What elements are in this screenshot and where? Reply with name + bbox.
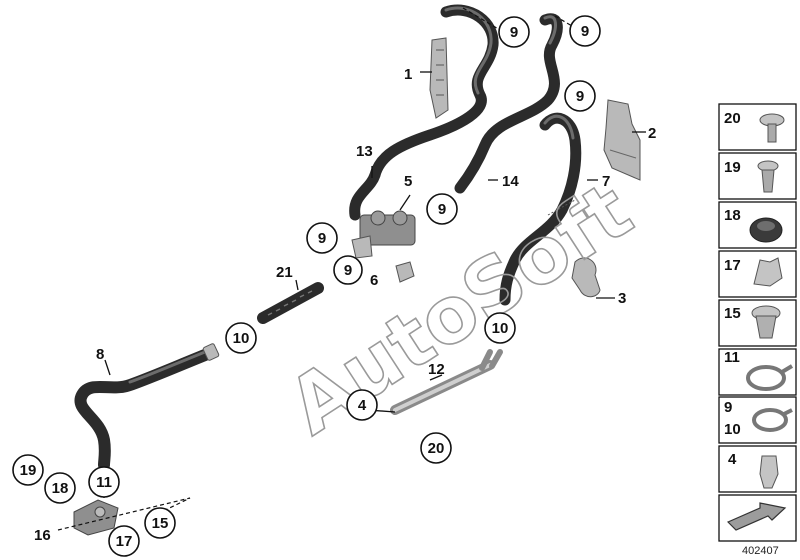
svg-text:11: 11 [96,474,112,491]
callout-19: 19 [12,454,44,486]
label-6: 6 [370,272,378,289]
svg-text:10: 10 [492,320,509,337]
callout-9: 9 [426,193,458,225]
svg-text:9: 9 [581,23,589,40]
svg-text:9: 9 [510,24,518,41]
hose-7 [499,112,582,306]
grommet-icon [749,217,783,243]
expanding-rivet-icon [757,160,779,193]
label-16: 16 [34,527,51,544]
svg-text:4: 4 [358,397,367,414]
label-1: 1 [404,66,412,83]
callout-18: 18 [44,472,76,504]
callout-9: 9 [569,15,601,47]
nut-clip-icon [759,455,779,489]
svg-text:9: 9 [318,230,326,247]
svg-text:9: 9 [576,88,584,105]
callout-20: 20 [420,432,452,464]
watermark: AutoSoft [273,166,647,453]
side-panel: 20 19 18 17 [718,103,797,542]
callout-10: 10 [225,322,257,354]
panel-row-20: 20 [718,103,797,151]
svg-text:19: 19 [724,159,741,176]
svg-text:17: 17 [116,533,133,550]
callout-9: 9 [306,222,338,254]
valve-5 [351,210,416,259]
svg-text:15: 15 [724,305,741,322]
fitting-10a [202,343,220,361]
svg-text:18: 18 [724,207,741,224]
panel-row-17: 17 [718,250,797,298]
svg-text:4: 4 [728,451,737,468]
panel-row-9-10: 9 10 [718,396,797,444]
arrow-icon [726,502,787,531]
callout-9: 9 [333,255,363,285]
label-8: 8 [96,346,104,363]
hose-8 [74,349,211,471]
callout-11: 11 [88,466,120,498]
hose-clamp-icon [746,364,794,391]
callout-15: 15 [144,507,176,539]
label-2: 2 [648,125,656,142]
panel-row-19: 19 [718,152,797,200]
valve-16 [73,499,119,536]
callout-17: 17 [108,525,140,557]
hose-21 [257,282,324,324]
hose-14 [454,13,563,194]
callout-9: 9 [564,80,596,112]
svg-text:9: 9 [438,201,446,218]
svg-text:15: 15 [152,515,169,532]
panel-row-4: 4 [718,445,797,493]
svg-text:20: 20 [428,440,445,457]
label-13: 13 [356,143,373,160]
label-21: 21 [276,264,293,281]
svg-text:10: 10 [233,330,250,347]
callout-10: 10 [484,312,516,344]
panel-row-15: 15 [718,299,797,347]
pipe-12 [390,349,503,415]
panel-row-arrow [718,494,797,542]
label-3: 3 [618,290,626,307]
clip-icon [753,257,783,287]
callout-4: 4 [346,389,378,421]
screw-icon [759,113,785,143]
label-14: 14 [502,173,519,190]
label-5: 5 [404,173,412,190]
clip-3 [571,257,601,298]
svg-text:9: 9 [344,262,352,279]
svg-text:11: 11 [724,349,740,366]
svg-text:9: 9 [724,399,732,416]
bracket-1 [429,37,449,119]
panel-row-18: 18 [718,201,797,249]
spring-clamp-icon [752,408,793,432]
reference-number: 402407 [742,545,779,557]
svg-text:10: 10 [724,421,741,438]
callout-9: 9 [498,16,530,48]
expanding-nut-icon [751,305,781,339]
label-7: 7 [602,173,610,190]
part-6 [395,261,415,283]
svg-text:17: 17 [724,257,741,274]
label-12: 12 [428,361,445,378]
panel-row-11: 11 [718,348,797,396]
bracket-2 [603,99,641,181]
svg-text:18: 18 [52,480,69,497]
svg-text:20: 20 [724,110,741,127]
hose-13 [349,4,499,221]
svg-text:19: 19 [20,462,37,479]
